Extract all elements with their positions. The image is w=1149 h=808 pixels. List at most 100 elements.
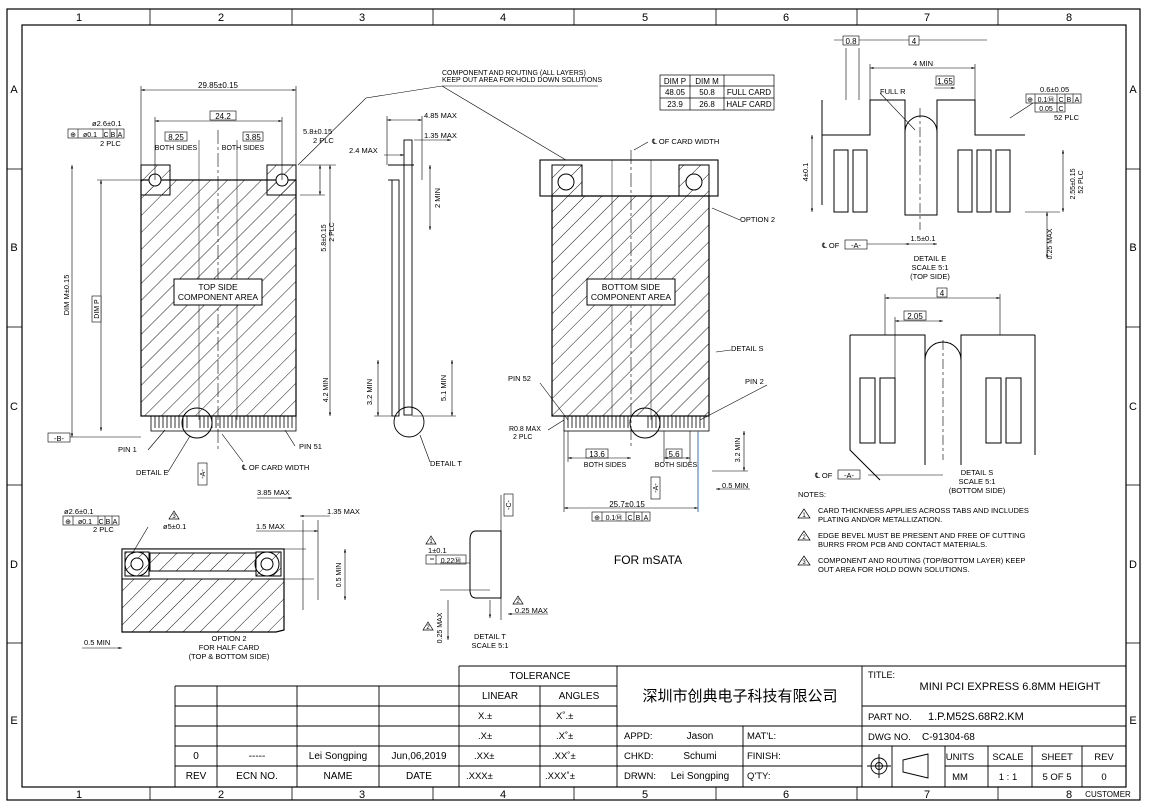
tb-rev: 0: [1101, 772, 1106, 783]
col-label: 6: [783, 12, 789, 24]
tb-finish-label: FINISH:: [747, 751, 781, 762]
max-2-4: 2.4 MAX: [349, 146, 378, 155]
tb-title-label: TITLE:: [868, 670, 895, 680]
row-label: E: [10, 715, 17, 727]
detail-e-fcf2: 0.05 C: [1034, 102, 1066, 113]
datum-b: -B-: [54, 434, 65, 443]
detail-s-callout: DETAIL S: [731, 344, 764, 353]
width-fcf: ⊕ 0.1Ⓜ C B A: [591, 511, 651, 522]
min-4-2: 4.2 MIN: [323, 378, 330, 403]
zone-labels: 1 2 3 4 5 6 7 8 1 2 3 4 5 6 7 8 A B C D …: [10, 12, 1137, 801]
top-area-label-1: TOP SIDE: [198, 282, 238, 292]
svg-text:1: 1: [802, 513, 806, 519]
tb-rev-label: REV: [1094, 752, 1114, 763]
opt2-title-1: OPTION 2: [211, 634, 246, 643]
detail-e-4-0-1: 4±0.1: [801, 163, 810, 182]
col-label: 8: [1066, 12, 1072, 24]
min-5-1: 5.1 MIN: [439, 375, 448, 401]
note-item: 3 COMPONENT AND ROUTING (TOP/BOTTOM LAYE…: [797, 555, 1025, 574]
bottom-view: BOTTOM SIDE COMPONENT AREA ℄ OF CARD WID…: [508, 137, 775, 567]
svg-text:PLATING AND/OR METALLIZATION.: PLATING AND/OR METALLIZATION.: [818, 515, 942, 524]
tb-title: MINI PCI EXPRESS 6.8MM HEIGHT: [920, 681, 1101, 693]
svg-text:⊕: ⊕: [65, 519, 71, 526]
min-3-2: 3.2 MIN: [365, 379, 374, 405]
tb-angles: ANGLES: [559, 691, 600, 702]
detail-t-title-1: DETAIL T: [474, 632, 506, 641]
detail-e-1-65: 1.65: [937, 77, 953, 86]
dim-m: DIM M±0.15: [62, 275, 71, 316]
svg-text:2: 2: [516, 599, 520, 605]
dim-overall-width: 29.85±0.15: [198, 81, 239, 90]
svg-text:BURRS FROM PCB AND CONTACT MAT: BURRS FROM PCB AND CONTACT MATERIALS.: [818, 540, 987, 549]
svg-text:C: C: [103, 132, 108, 139]
detail-e-full-r: FULL R: [880, 87, 906, 96]
detail-s-datum: ℄ OF: [814, 471, 833, 480]
opt2-min-0-5-b: 0.5 MIN: [336, 563, 343, 588]
max-1-35: 1.35 MAX: [424, 131, 457, 140]
svg-text:C: C: [627, 515, 632, 522]
svg-text:B: B: [1067, 97, 1072, 104]
min-3-2-bottom: 3.2 MIN: [735, 438, 742, 463]
datum-a: -A-: [200, 469, 207, 479]
max-4-85: 4.85 MAX: [424, 111, 457, 120]
dim-table-cell: 23.9: [667, 100, 683, 109]
svg-text:⊕: ⊕: [1027, 97, 1033, 104]
pin1-label: PIN 1: [118, 445, 137, 454]
detail-e-title-1: DETAIL E: [914, 254, 947, 263]
hole-plc: 2 PLC: [100, 139, 121, 148]
detail-t-fcf: 0.22Ⓜ: [441, 557, 462, 565]
row-label: A: [1129, 84, 1137, 96]
svg-text:B: B: [106, 519, 111, 526]
dim-left-note: BOTH SIDES: [155, 145, 198, 152]
tb-date-header: DATE: [406, 771, 432, 782]
detail-e-4: 4: [912, 37, 917, 46]
detail-e-datum-a: -A-: [851, 241, 862, 250]
row-label: B: [1129, 242, 1136, 254]
svg-text:2: 2: [802, 535, 806, 541]
detail-e-1-5: 1.5±0.1: [911, 234, 936, 243]
bottom-area-label-1: BOTTOM SIDE: [602, 282, 661, 292]
note-item: 1 CARD THICKNESS APPLIES ACROSS TABS AND…: [797, 506, 1029, 524]
svg-text:ø0.1: ø0.1: [83, 132, 97, 139]
svg-text:A: A: [1075, 97, 1080, 104]
svg-text:0.1Ⓜ: 0.1Ⓜ: [606, 514, 623, 522]
detail-e-2-55: 2.55±0.15: [1070, 168, 1077, 199]
row-label: C: [1129, 401, 1137, 413]
dim-right-offset: 3.85: [245, 133, 261, 142]
col-label: 5: [642, 789, 648, 801]
pin51-label: PIN 51: [299, 442, 322, 451]
centerline-top: ℄ OF CARD WIDTH: [241, 463, 309, 472]
tb-rev-value: 0: [193, 751, 199, 762]
detail-s-2-05: 2.05: [907, 312, 923, 321]
tb-linear: LINEAR: [482, 691, 518, 702]
tb-mat-label: MAT'L:: [747, 731, 776, 742]
pin52-label: PIN 52: [508, 374, 531, 383]
datum-a-bottom: -A-: [653, 483, 660, 493]
col-label: 4: [500, 12, 506, 24]
svg-text:0.05: 0.05: [1039, 106, 1053, 113]
dim-5-6-note: BOTH SIDES: [655, 462, 698, 469]
tb-company: 深圳市创典电子科技有限公司: [642, 687, 837, 705]
row-label: D: [10, 559, 18, 571]
tb-tolerance: TOLERANCE: [510, 671, 571, 682]
col-label: 2: [218, 789, 224, 801]
detail-t-title-2: SCALE 5:1: [471, 641, 508, 650]
tb-scale-label: SCALE: [992, 752, 1023, 763]
width-25-7: 25.7±0.15: [609, 500, 645, 509]
dim-p: DIM P: [94, 299, 101, 319]
opt2-hole-plc: 2 PLC: [93, 525, 114, 534]
row-label: E: [1129, 715, 1136, 727]
opt2-max-1-5: 1.5 MAX: [256, 522, 285, 531]
svg-text:C: C: [1058, 106, 1063, 113]
dim-13-6: 13.6: [589, 450, 605, 459]
option2-callout: OPTION 2: [740, 215, 775, 224]
opt2-max-1-35: 1.35 MAX: [327, 507, 360, 516]
note-item: 2 EDGE BEVEL MUST BE PRESENT AND FREE OF…: [797, 530, 1026, 549]
bottom-centerline: ℄ OF CARD WIDTH: [651, 137, 719, 146]
col-label: 7: [924, 789, 930, 801]
detail-s-title-1: DETAIL S: [961, 468, 994, 477]
tb-ecn-value: -----: [249, 751, 266, 762]
dim-13-6-note: BOTH SIDES: [584, 462, 627, 469]
hole-dia: ø2.6±0.1: [92, 119, 122, 128]
